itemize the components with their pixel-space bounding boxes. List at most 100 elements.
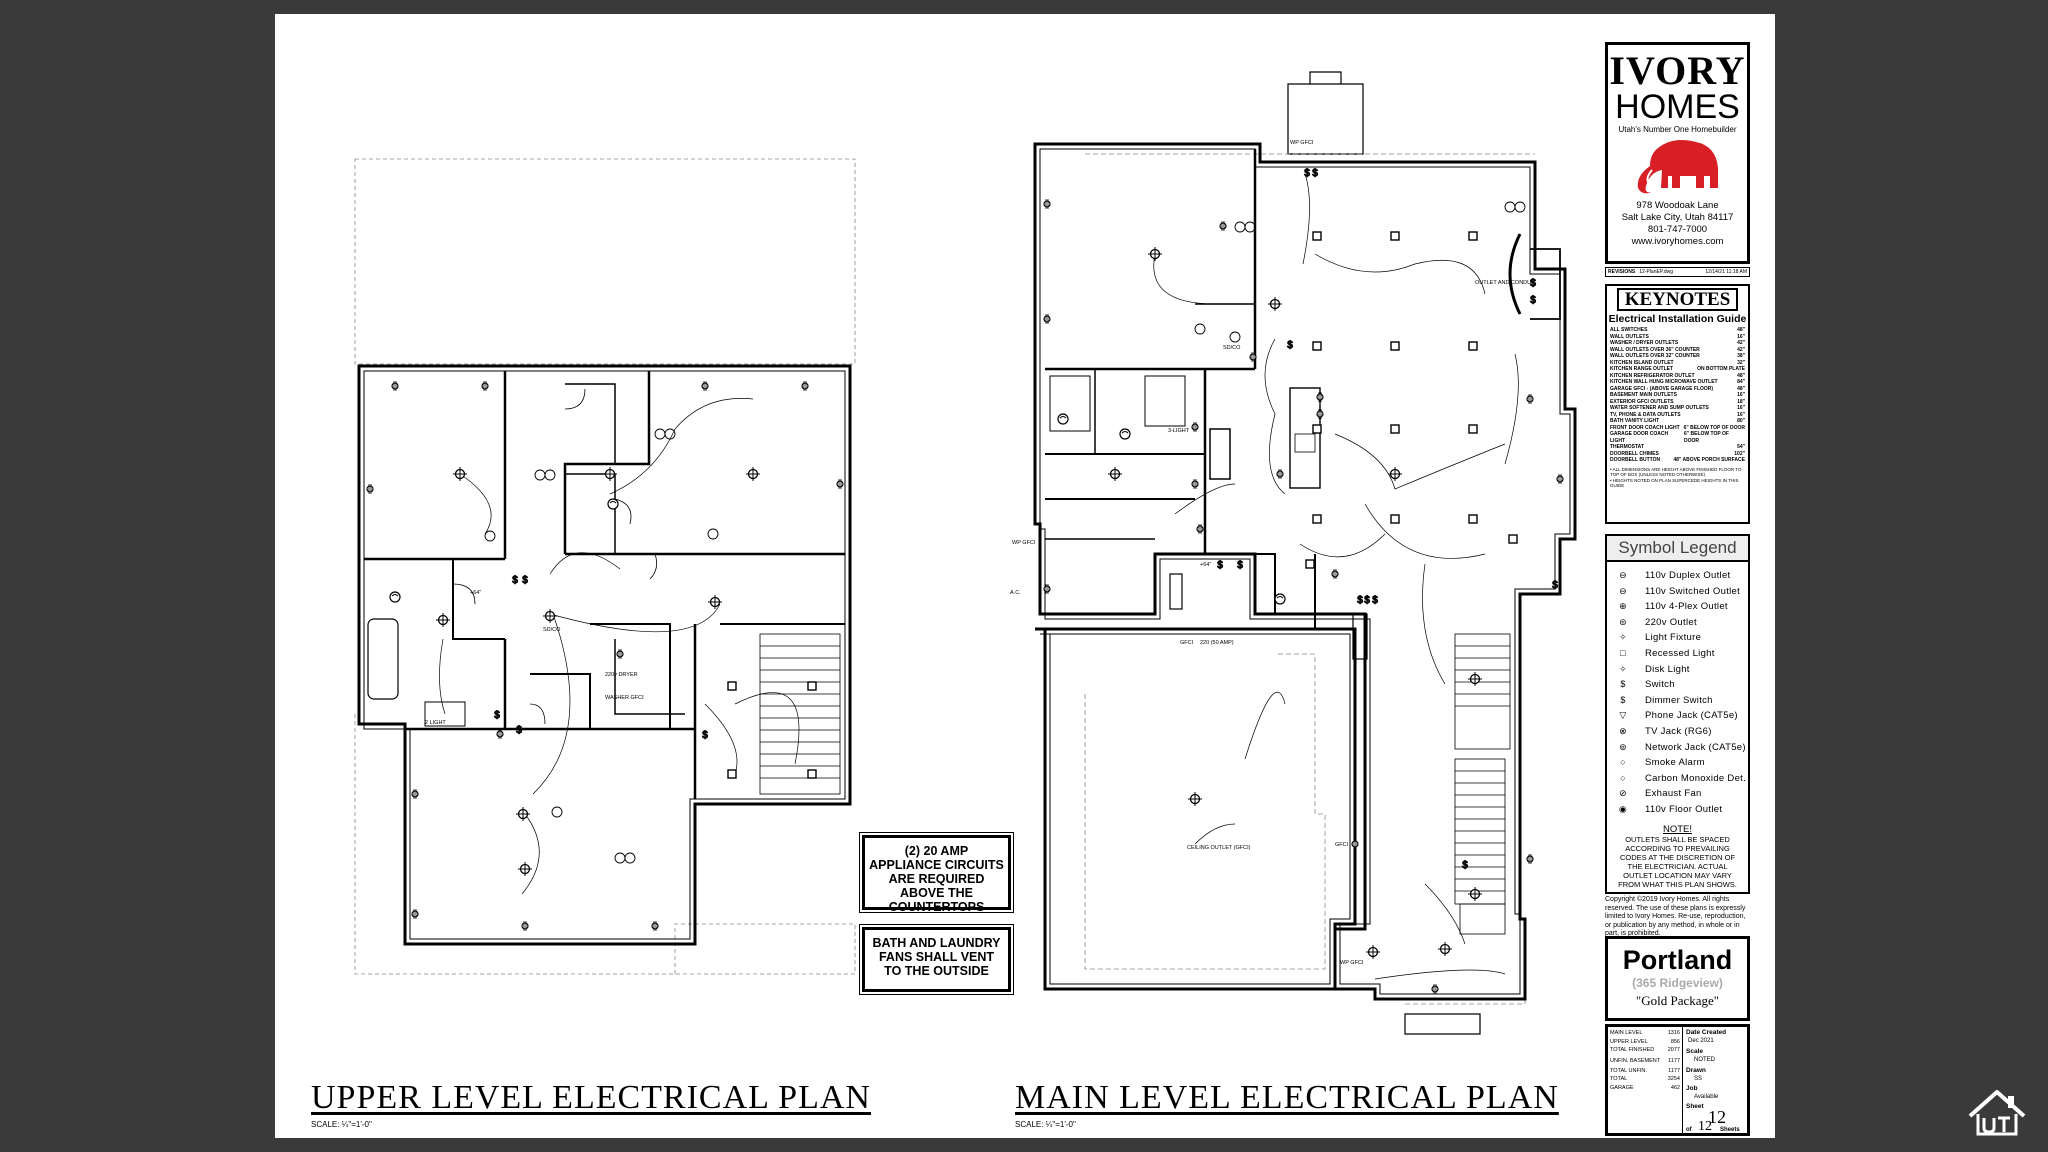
main-64-label: +64" (1200, 562, 1211, 568)
keynote-value: 6" BELOW TOP OF DOOR (1684, 431, 1729, 444)
light-2-label: 2 LIGHT (425, 720, 446, 726)
keynote-item: DOORBELL CHIMES (1610, 450, 1659, 457)
upper-level-plan (354, 158, 856, 975)
project-block: Portland (365 Ridgeview) "Gold Package" (1605, 936, 1750, 1021)
keynote-value: 38" (1737, 353, 1745, 359)
keynote-item: KITCHEN REFRIGERATOR OUTLET (1610, 372, 1695, 379)
address-line-1: 978 Woodoak Lane (1636, 200, 1719, 211)
legend-symbol-icon: ○ (1620, 757, 1626, 768)
keynote-item: EXTERIOR GFCI OUTLETS (1610, 398, 1674, 405)
area-value: 856 (1670, 1038, 1680, 1045)
logo-ivory: IVORY (1609, 48, 1746, 93)
area-label: TOTAL (1610, 1076, 1628, 1083)
symbol-legend-block: Symbol Legend ⊖110v Duplex Outlet⊖110v S… (1605, 534, 1750, 894)
legend-label: 110v Floor Outlet (1645, 803, 1723, 815)
garage-gfci-label: GFCI (1335, 842, 1349, 848)
legend-symbol-icon: ⊗ (1619, 725, 1627, 736)
legend-row: ⊚Network Jack (CAT5e) (1607, 740, 1748, 756)
legend-symbol-icon: ✧ (1619, 632, 1627, 643)
main-plan-labels: SD/CO WP GFCI WP GFCI WP GFCI A.C. OUTLE… (1010, 140, 1537, 966)
scale-value: NOTED (1694, 1057, 1715, 1063)
legend-symbol-icon: ⊘ (1619, 788, 1627, 799)
keynote-value: 48" (1737, 372, 1745, 379)
legend-note-title: NOTE! (1662, 823, 1693, 835)
keynote-value: 32" (1737, 359, 1745, 366)
sheets-label: Sheets (1720, 1127, 1740, 1133)
main-plan-title: MAIN LEVEL ELECTRICAL PLAN (1015, 1079, 1559, 1116)
keynotes-note-1: • ALL DIMENSIONS ARE HEIGHT ABOVE FINISH… (1610, 466, 1742, 478)
legend-label: Dimmer Switch (1645, 694, 1713, 706)
main-plan-scale: SCALE: ¼"=1'-0" (1015, 1120, 1076, 1129)
legend-symbol-icon: ○ (1620, 772, 1626, 783)
logo-block: IVORY HOMES Utah's Number One Homebuilde… (1605, 42, 1750, 264)
keynote-value: 42" (1737, 340, 1745, 346)
keynote-value: 102" (1734, 450, 1745, 457)
vent-fans-note: BATH AND LAUNDRY FANS SHALL VENT TO THE … (859, 924, 1014, 995)
legend-label: Disk Light (1645, 663, 1690, 675)
area-row: UNFIN. BASEMENT 1177 (1610, 1055, 1680, 1067)
appliance-note-text: (2) 20 AMP APPLIANCE CIRCUITS ARE REQUIR… (869, 844, 1004, 914)
upper-plan-title: UPPER LEVEL ELECTRICAL PLAN (311, 1079, 871, 1116)
mammoth-logo-icon (1637, 140, 1718, 194)
keynote-row: WALL OUTLETS OVER 32" COUNTER 38" (1607, 353, 1748, 360)
keynote-item: BASEMENT MAIN OUTLETS (1610, 392, 1677, 398)
legend-row: ⊗TV Jack (RG6) (1607, 724, 1748, 740)
phone: 801-747-7000 (1647, 224, 1708, 235)
legend-note-body: OUTLETS SHALL BE SPACED ACCORDING TO PRE… (1618, 834, 1737, 889)
project-name: Portland (1622, 945, 1733, 975)
revisions-label: REVISIONS (1608, 269, 1636, 275)
legend-row: ⊖110v Switched Outlet (1607, 584, 1748, 600)
keynote-row: KITCHEN REFRIGERATOR OUTLET 48" (1607, 373, 1748, 380)
area-label: TOTAL UNFIN. (1610, 1067, 1647, 1074)
area-value: 1177 (1668, 1057, 1680, 1064)
legend-row: ⊘ Exhaust Fan (1607, 786, 1748, 802)
logo-homes: HOMES (1615, 88, 1740, 126)
keynotes-subtitle: Electrical Installation Guide (1608, 313, 1747, 325)
keynote-value: 48" (1737, 327, 1745, 333)
legend-row: ✧Disk Light (1607, 662, 1748, 678)
keynote-item: KITCHEN ISLAND OUTLET (1610, 359, 1674, 366)
keynote-item: WALL OUTLETS OVER 32" COUNTER (1610, 353, 1700, 359)
legend-row: $ Dimmer Switch (1607, 693, 1748, 709)
keynote-value: 16" (1737, 333, 1745, 340)
legend-symbol-icon: $ (1620, 679, 1626, 690)
keynote-row: GARAGE GFCI - (ABOVE GARAGE FLOOR) 48" (1607, 386, 1748, 393)
drawn-label: Drawn (1686, 1067, 1706, 1074)
area-row: TOTAL UNFIN.1177 (1610, 1067, 1680, 1076)
legend-symbol-icon: $ (1620, 694, 1626, 705)
revisions-date: 12/14/21 11:18 AM (1705, 269, 1747, 275)
keynote-value: 16" (1737, 411, 1745, 418)
keynote-value: 80" (1737, 418, 1745, 424)
website: www.ivoryhomes.com (1631, 236, 1724, 247)
legend-label: 110v Switched Outlet (1645, 585, 1741, 597)
keynote-item: WALL OUTLETS OVER 36" COUNTER (1610, 346, 1700, 353)
upper-plan-scale: SCALE: ¼"=1'-0" (311, 1120, 372, 1129)
keynote-item: GARAGE GFCI - (ABOVE GARAGE FLOOR) (1610, 385, 1714, 392)
keynote-item: FRONT DOOR COACH LIGHT (1610, 424, 1680, 431)
area-label: GARAGE (1610, 1084, 1634, 1091)
legend-row: ⊜220v Outlet (1607, 615, 1748, 631)
area-label: UNFIN. BASEMENT (1610, 1057, 1661, 1064)
area-value: 1316 (1667, 1030, 1680, 1036)
legend-label: Exhaust Fan (1645, 788, 1702, 800)
project-subname: (365 Ridgeview) (1632, 976, 1723, 990)
keynote-value: 48" (1737, 385, 1745, 392)
light-3-label: 3-LIGHT (1168, 428, 1190, 434)
revisions-file: 12-PlanEP.dwg (1639, 269, 1674, 275)
upper-sd-co-label: SD/CO (543, 627, 561, 633)
keynote-item: ALL SWITCHES (1610, 327, 1648, 333)
legend-row: ✧Light Fixture (1607, 630, 1748, 646)
legend-label: Switch (1645, 679, 1675, 691)
floor-plans-svg: $ (354, 71, 1577, 1035)
